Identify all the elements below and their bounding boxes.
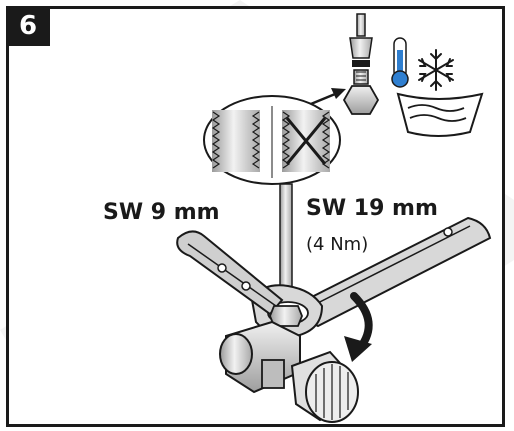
pipe-nut [269, 305, 303, 327]
fitting-detail [342, 13, 380, 115]
torque-label: (4 Nm) [306, 234, 369, 255]
wrench-sw19-label: SW 19 mm [306, 196, 438, 221]
wrench-sw9 [176, 230, 284, 316]
step-number-badge: 6 [6, 6, 50, 46]
angle-valve [219, 320, 359, 423]
thermometer-snowflake-icon [391, 37, 484, 137]
clockwise-arrow-icon [344, 292, 373, 362]
thread-detail-icon [203, 95, 341, 185]
wrench-sw9-label: SW 9 mm [103, 200, 220, 225]
